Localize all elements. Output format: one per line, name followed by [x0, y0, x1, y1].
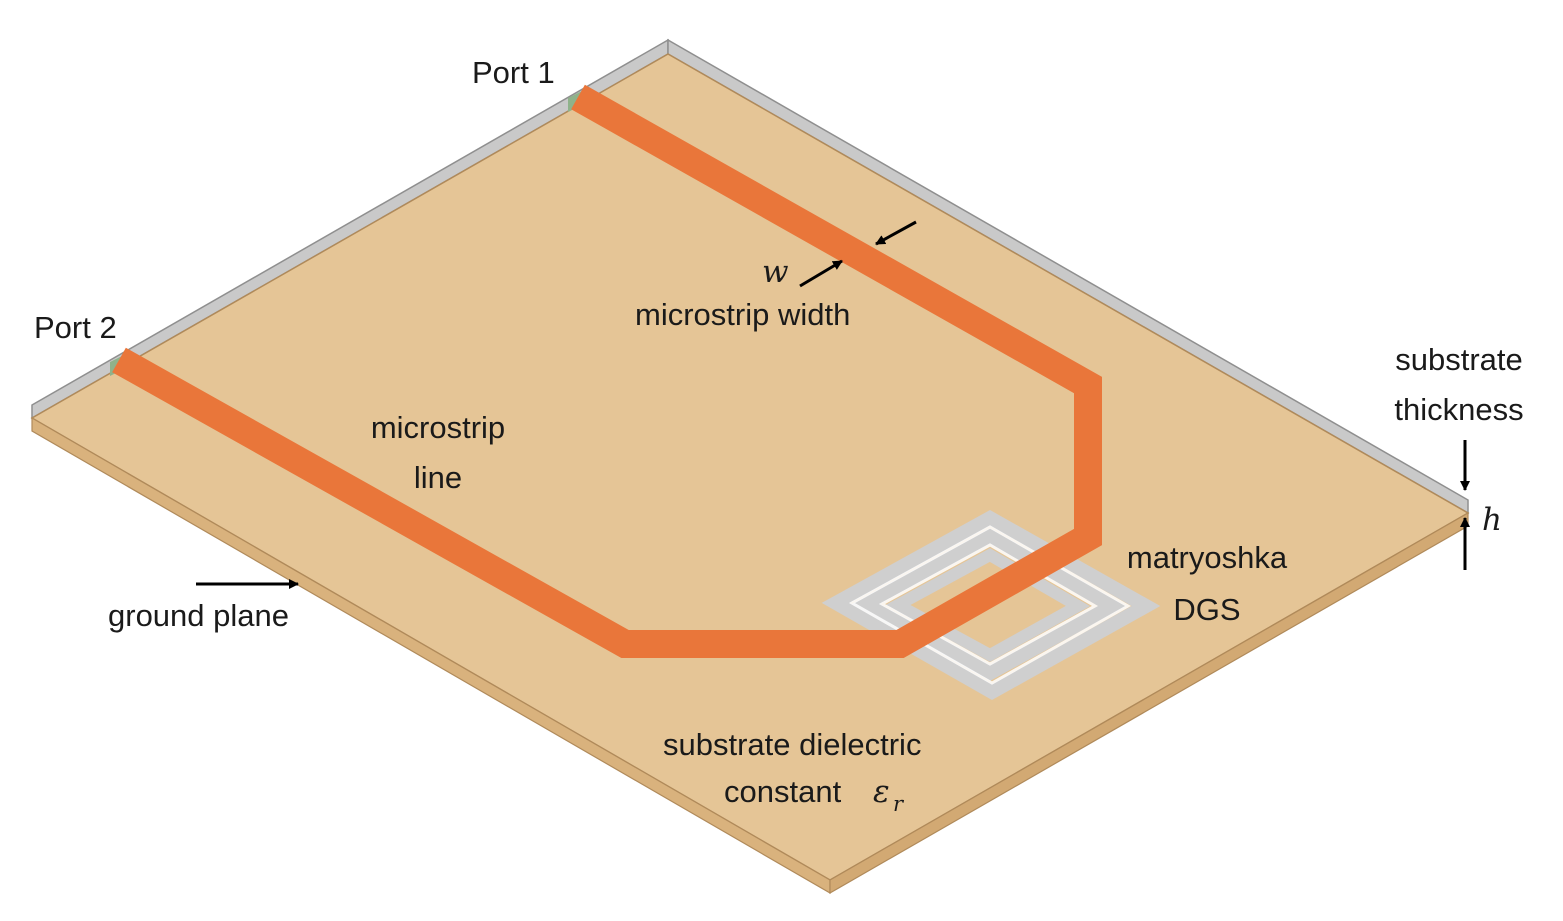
annotation-arrows — [196, 220, 1470, 589]
substrate — [30, 53, 1470, 895]
eps-subscript: r — [893, 792, 905, 816]
line-caption-1: microstrip — [371, 410, 505, 445]
dgs-caption-1: matryoshka — [1127, 540, 1288, 575]
width-caption: microstrip width — [635, 297, 850, 332]
ground-plane-edge — [31, 38, 1469, 515]
dgs-core-ring — [885, 548, 1091, 662]
dgs-inner-ring — [851, 527, 1127, 681]
ground-plane-caption: ground plane — [108, 598, 289, 633]
eps-symbol: ε — [873, 774, 890, 810]
dielectric-caption-1: substrate dielectric — [663, 727, 921, 762]
dgs-outer-gap — [848, 525, 1132, 685]
matryoshka-dgs — [821, 509, 1161, 701]
dgs-inner-gap — [878, 543, 1099, 666]
thickness-caption-2: thickness — [1394, 392, 1523, 427]
dgs-slot-outlines — [848, 525, 1132, 685]
width-arrow-inner — [799, 259, 843, 288]
thickness-symbol: h — [1482, 502, 1502, 538]
width-arrow-outer — [875, 220, 917, 246]
dgs-caption-2: DGS — [1173, 592, 1240, 627]
dielectric-caption-2: constant — [724, 774, 842, 809]
port2-label: Port 2 — [34, 310, 117, 345]
thickness-caption-1: substrate — [1395, 342, 1523, 377]
microstrip-line — [112, 84, 1102, 658]
width-symbol: w — [762, 254, 789, 290]
line-caption-2: line — [414, 460, 462, 495]
dgs-outer-ring — [821, 509, 1161, 701]
port1-label: Port 1 — [472, 55, 555, 90]
